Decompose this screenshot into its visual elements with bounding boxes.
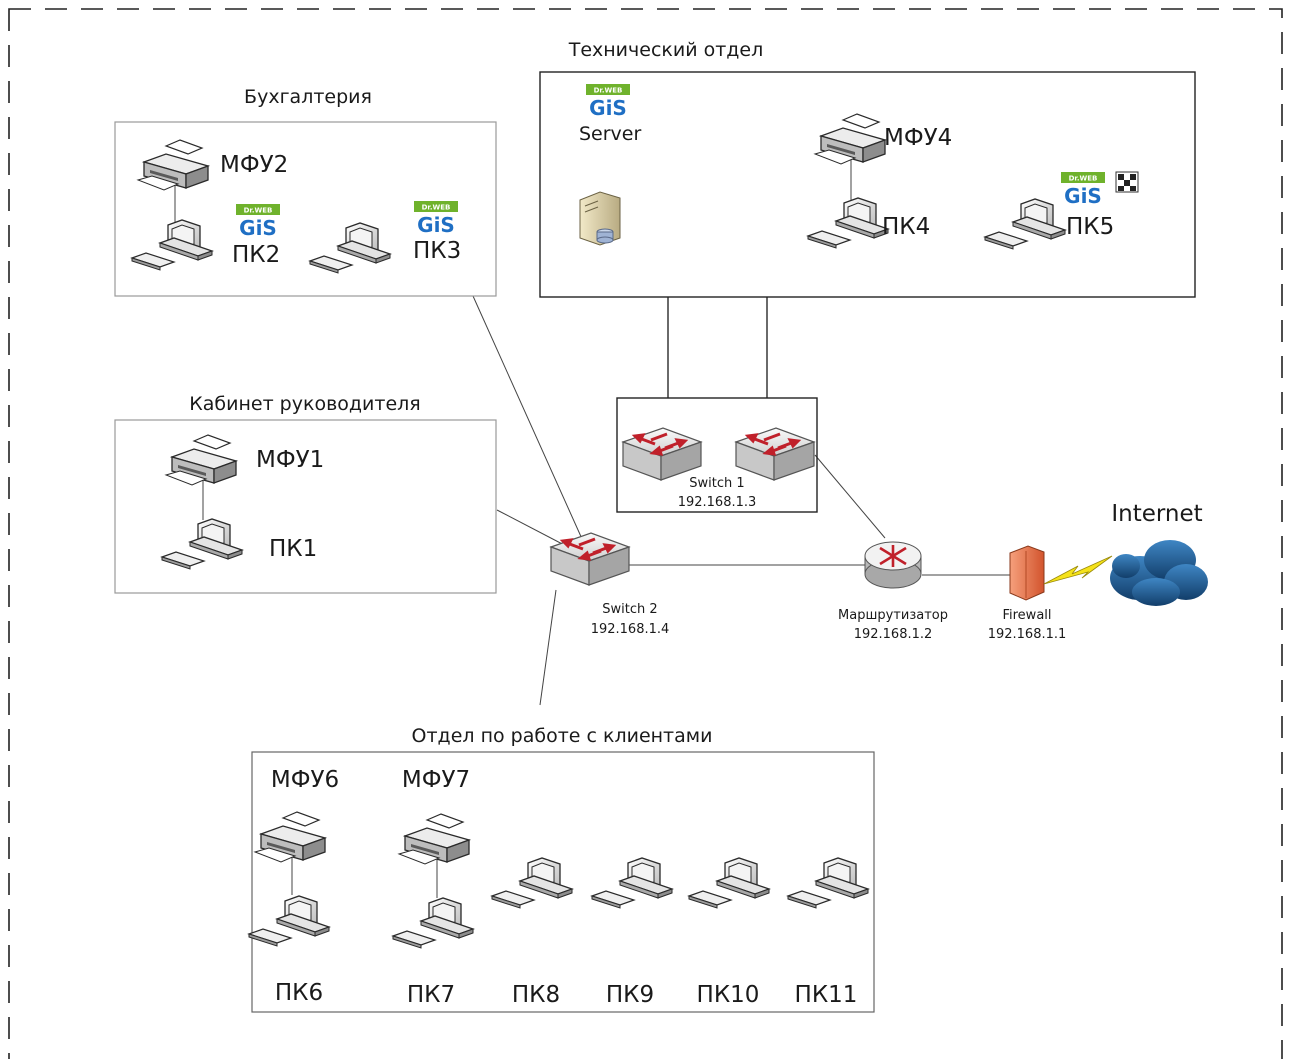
server-label: Server [579, 123, 641, 145]
server-icon [579, 191, 621, 246]
flag-icon [1115, 171, 1139, 193]
pc1-icon [161, 518, 243, 570]
mfu7-printer-icon [398, 813, 470, 865]
pc1-label: ПК1 [269, 536, 317, 562]
pc2-icon [309, 222, 391, 274]
pc8-label: ПК8 [512, 982, 560, 1008]
link-switch1-router [814, 454, 886, 539]
pc7-icon [392, 897, 474, 949]
clients-title: Отдел по работе с клиентами [412, 725, 713, 747]
switch2-icon [549, 531, 631, 587]
mfu2-printer-icon [137, 139, 209, 191]
switch1-ip: 192.168.1.3 [678, 495, 757, 510]
router-icon [864, 541, 922, 589]
link-accounting-switch2 [472, 295, 588, 551]
mfu6-printer-icon [254, 811, 326, 863]
mfu4-label: МФУ4 [884, 125, 952, 151]
director-box [114, 419, 497, 594]
links [174, 158, 1010, 898]
director-title: Кабинет руководителя [189, 393, 420, 415]
link-director-switch2 [496, 509, 571, 549]
switch1-name: Switch 1 [689, 476, 744, 491]
internet-label: Internet [1111, 501, 1202, 527]
mfu1-label: МФУ1 [256, 447, 324, 473]
pc4-label: ПК4 [882, 214, 930, 240]
pc5-label: ПК5 [1066, 214, 1114, 240]
pc4-icon [807, 197, 889, 249]
pc6-label: ПК6 [275, 980, 323, 1006]
pc2-drweb-badge-icon [236, 204, 280, 240]
lightning-icon [1043, 555, 1113, 585]
pc5-icon [984, 198, 1066, 250]
switch2-name: Switch 2 [602, 602, 657, 617]
pc6-icon [248, 895, 330, 947]
pc3-label: ПК3 [413, 238, 461, 264]
accounting-title: Бухгалтерия [244, 86, 372, 108]
mfu2-label: МФУ2 [220, 152, 288, 178]
pc9-label: ПК9 [606, 982, 654, 1008]
clients-box [251, 751, 875, 1013]
server-drweb-badge-icon [586, 84, 630, 120]
pc7-label: ПК7 [407, 982, 455, 1008]
mfu4-printer-icon [814, 113, 886, 165]
pc11-icon [787, 857, 869, 909]
pc8-icon [491, 857, 573, 909]
pc10-label: ПК10 [697, 982, 760, 1008]
pc2-label: ПК2 [232, 242, 280, 268]
mfu7-label: МФУ7 [402, 767, 470, 793]
router-name: Маршрутизатор [838, 608, 948, 623]
mfu6-label: МФУ6 [271, 767, 339, 793]
accounting-pc-icon [131, 219, 213, 271]
tech-box [539, 71, 1196, 298]
outer-boundary [8, 8, 1283, 1059]
tech-title: Технический отдел [568, 39, 764, 61]
switch1-left-icon [621, 426, 703, 482]
pc11-label: ПК11 [795, 982, 858, 1008]
pc3-drweb-badge-icon [414, 201, 458, 237]
firewall-icon [1009, 545, 1045, 601]
pc10-icon [688, 857, 770, 909]
pc5-drweb-badge-icon [1061, 172, 1105, 208]
link-clients-switch2 [539, 589, 557, 706]
switch1-right-icon [734, 426, 816, 482]
router-ip: 192.168.1.2 [854, 627, 933, 642]
pc9-icon [591, 857, 673, 909]
firewall-ip: 192.168.1.1 [988, 627, 1067, 642]
switch1-box [616, 397, 818, 513]
accounting-box [114, 121, 497, 297]
cloud-icon [1110, 540, 1208, 606]
mfu1-printer-icon [165, 434, 237, 486]
firewall-name: Firewall [1002, 608, 1051, 623]
switch2-ip: 192.168.1.4 [591, 622, 670, 637]
